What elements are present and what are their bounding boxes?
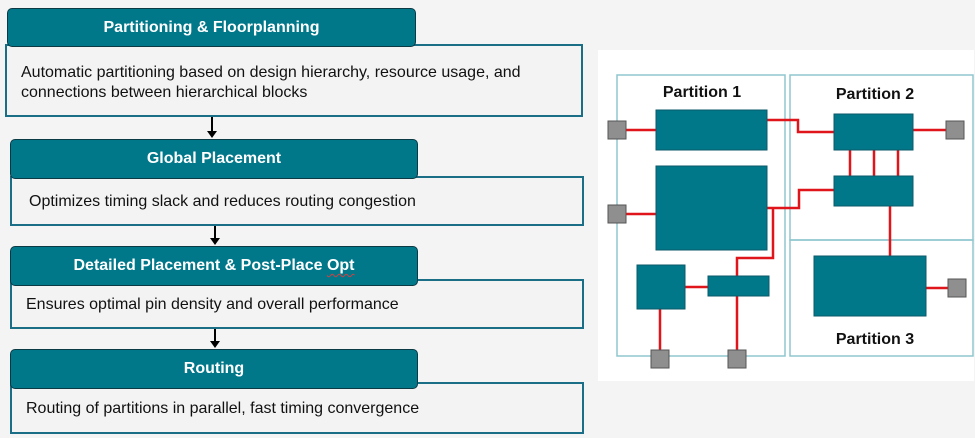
wire [767, 188, 834, 210]
step-title: Global Placement [146, 150, 282, 167]
pins [607, 120, 967, 369]
step-description: Automatic partitioning based on design h… [21, 63, 521, 101]
partition-3-region [789, 239, 974, 357]
io-pin [607, 204, 627, 224]
step-global-placement-description-box: Optimizes timing slack and reduces routi… [10, 176, 584, 226]
flow-arrow [208, 226, 222, 245]
step-description: Optimizes timing slack and reduces routi… [29, 193, 416, 210]
partition-diagram-svg: Partition 1 Partition 2 Partition 3 [607, 74, 974, 369]
spellcheck-underlined-word: Opt [326, 257, 355, 274]
block [655, 165, 768, 251]
wires [626, 118, 948, 355]
block [707, 275, 770, 297]
io-pin [607, 120, 627, 140]
step-detailed-placement-description-box: Ensures optimal pin density and overall … [10, 279, 584, 329]
step-routing-description-box: Routing of partitions in parallel, fast … [10, 382, 584, 434]
flow-chart: Partitioning & Floorplanning Automatic p… [5, 8, 584, 434]
step-detailed-placement-header: Detailed Placement & Post-Place Opt [10, 246, 418, 286]
partition-3-label: Partition 3 [836, 331, 914, 348]
flow-arrow [208, 329, 222, 348]
block [833, 175, 914, 207]
step-description: Ensures optimal pin density and overall … [26, 296, 399, 313]
blocks [636, 109, 927, 317]
step-global-placement-header: Global Placement [10, 139, 418, 179]
step-title: Detailed Placement & Post-Place Opt [73, 257, 355, 274]
step-partitioning-description-box: Automatic partitioning based on design h… [5, 44, 583, 117]
step-description: Routing of partitions in parallel, fast … [26, 400, 420, 417]
block [813, 255, 927, 317]
partition-diagram: Partition 1 Partition 2 Partition 3 [598, 50, 974, 381]
flow-arrow [205, 117, 219, 138]
io-pin [945, 120, 965, 140]
wire [735, 208, 775, 276]
io-pin [727, 349, 747, 369]
step-partitioning-header: Partitioning & Floorplanning [7, 8, 416, 47]
wire [767, 118, 834, 134]
block [655, 109, 768, 151]
step-title: Routing [183, 360, 245, 377]
block [636, 264, 686, 310]
io-pin [947, 278, 967, 298]
block [833, 113, 914, 151]
step-routing-header: Routing [10, 349, 418, 389]
step-title: Partitioning & Floorplanning [103, 18, 320, 36]
io-pin [650, 349, 670, 369]
partition-1-label: Partition 1 [663, 84, 741, 101]
partition-2-label: Partition 2 [836, 86, 914, 103]
